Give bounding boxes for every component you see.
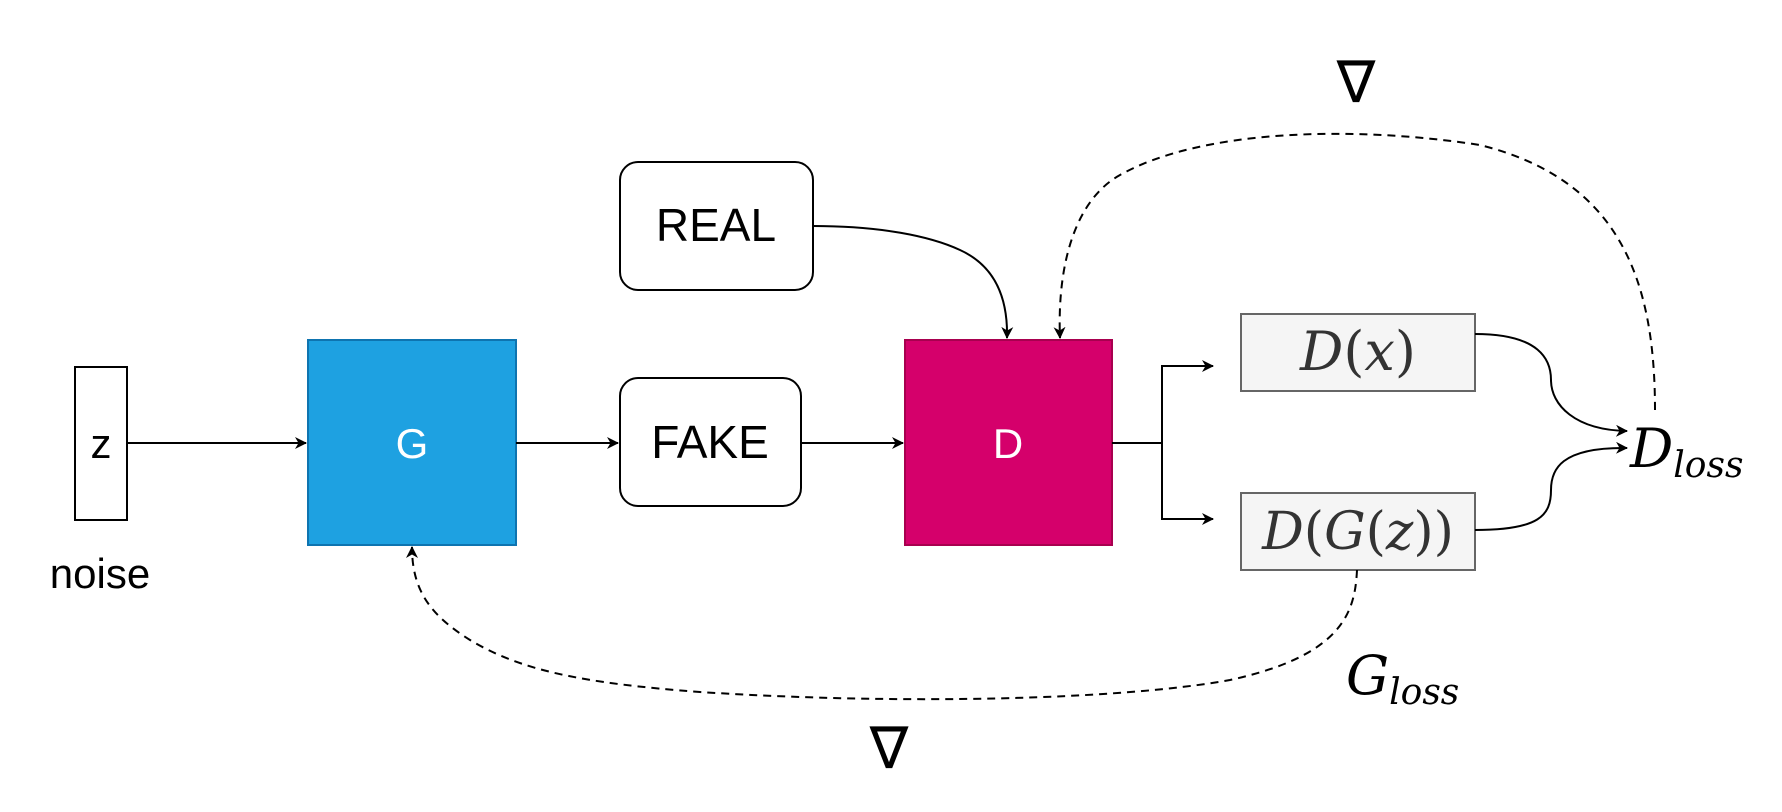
d-of-x-box (1240, 313, 1476, 392)
generator-node: G (307, 339, 517, 546)
d-of-g-of-z-z: z (1385, 502, 1414, 562)
discriminator-node: D (904, 339, 1113, 546)
gradient-symbol-bottom: ∇ (869, 716, 909, 781)
discriminator-box (904, 339, 1113, 546)
real-label: REAL (656, 199, 776, 251)
d-of-x-node: D(x) (1240, 313, 1476, 392)
gradient-symbol-top: ∇ (1336, 50, 1376, 115)
g-loss-sub: loss (1389, 672, 1459, 713)
noise-vector-box (74, 366, 128, 521)
g-loss-label: Gloss (1346, 644, 1459, 713)
d-of-g-of-z-node: D(G(z)) (1240, 492, 1476, 571)
d-loss-sub: loss (1673, 445, 1743, 486)
gradient-path-d-loss-to-discriminator (1053, 132, 1656, 411)
noise-caption: noise (50, 550, 150, 597)
gradient-path-g-loss-to-generator (406, 546, 1358, 701)
g-loss-main: G (1346, 644, 1389, 707)
fake-label: FAKE (651, 416, 769, 468)
d-of-x-d: D (1299, 320, 1343, 383)
arrow-d-of-x-to-d-loss (1474, 333, 1628, 437)
generator-label: G (396, 420, 429, 467)
arrow-discriminator-to-d-of-g-of-z (1161, 443, 1214, 525)
d-of-x-label: D(x) (1299, 320, 1416, 383)
noise-node: z noise (50, 366, 150, 597)
noise-vector-label: z (91, 420, 112, 467)
d-loss-label: Dloss (1629, 417, 1743, 486)
d-of-g-of-z-box (1240, 492, 1476, 571)
arrow-real-to-discriminator (812, 225, 1014, 339)
d-of-g-of-z-d: D (1261, 502, 1304, 562)
d-loss-main: D (1629, 417, 1673, 480)
real-node: REAL (619, 161, 814, 291)
generator-box (307, 339, 517, 546)
d-of-x-x: x (1364, 320, 1394, 383)
arrow-discriminator-to-d-of-x (1161, 360, 1214, 443)
d-of-g-of-z-g: G (1324, 502, 1366, 562)
fake-node: FAKE (619, 377, 802, 507)
discriminator-label: D (993, 420, 1023, 467)
d-of-g-of-z-label: D(G(z)) (1261, 502, 1454, 562)
arrow-d-of-g-of-z-to-d-loss (1474, 441, 1628, 531)
